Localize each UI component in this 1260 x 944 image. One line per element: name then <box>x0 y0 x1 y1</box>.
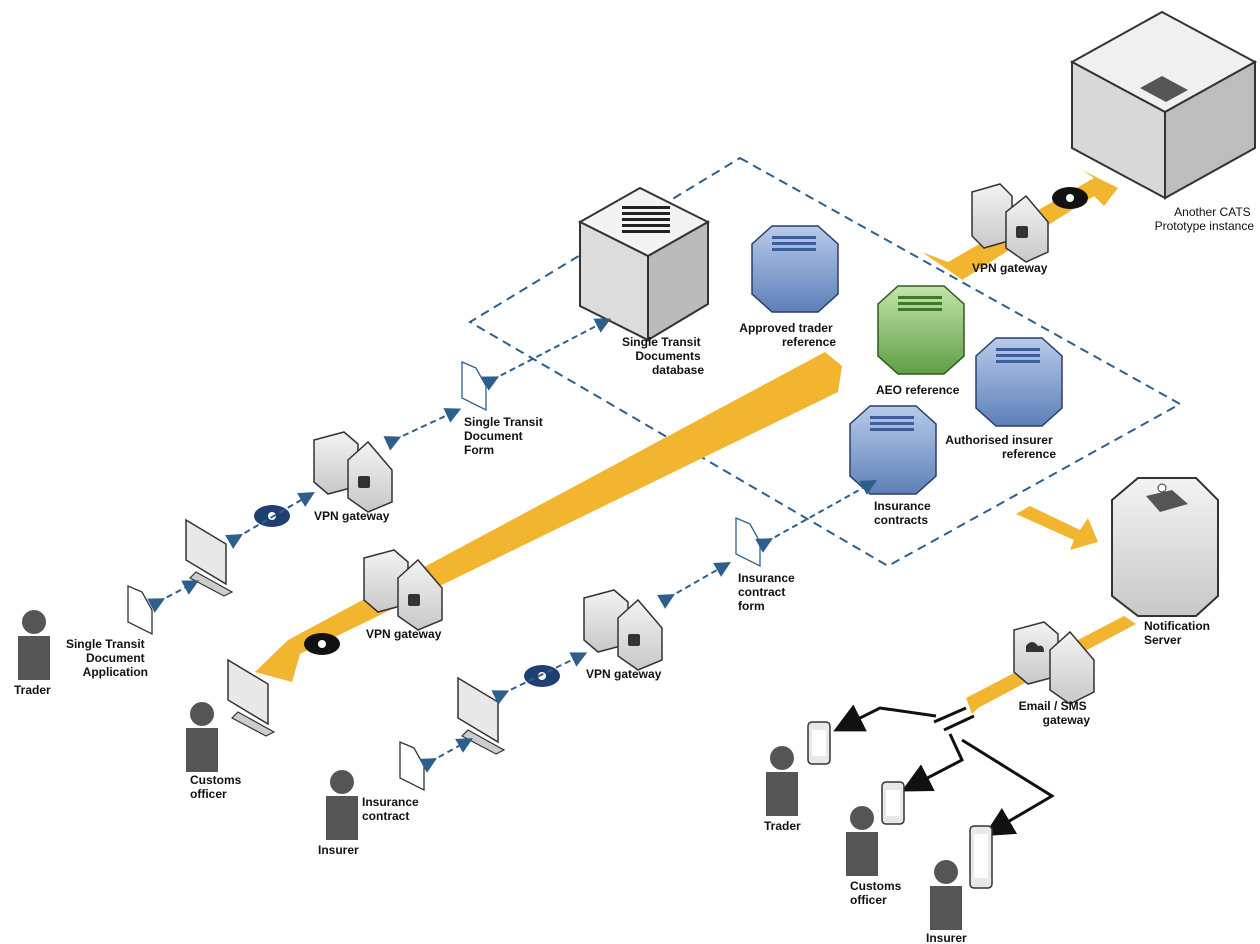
notification-distribution-lines <box>833 704 1055 837</box>
aeo-db-icon <box>877 285 965 375</box>
lock-badge-top-icon <box>1052 187 1088 209</box>
trader-person-icon <box>18 610 50 680</box>
insurer-right-person-icon <box>930 860 962 930</box>
std-form-label: Single Transit Document Form <box>464 415 546 457</box>
notification-server-icon <box>1111 477 1219 617</box>
trader-left-label: Trader <box>14 683 51 697</box>
customs-person-icon <box>186 702 218 772</box>
authorised-insurer-label: Authorised insurer reference <box>945 433 1056 461</box>
customs-right-label: Customs officer <box>850 879 905 907</box>
another-cats-label: Another CATS Prototype instance <box>1155 205 1255 233</box>
std-application-document-icon <box>127 585 153 636</box>
vpn-gateway-trader-icon <box>313 431 393 513</box>
insurer-right-label: Insurer <box>926 931 967 944</box>
insurance-contracts-db-icon <box>849 405 937 495</box>
approved-trader-label: Approved trader reference <box>739 321 836 349</box>
vpn-customs-label: VPN gateway <box>366 627 442 641</box>
aeo-label: AEO reference <box>876 383 960 397</box>
insurance-contract-document-icon <box>399 741 425 792</box>
lock-badge-insurer-icon <box>524 665 560 687</box>
customs-right-person-icon <box>846 806 878 876</box>
insurer-person-icon <box>326 770 358 840</box>
approved-trader-db-icon <box>751 225 839 313</box>
std-form-document-icon <box>461 361 487 412</box>
customs-left-label: Customs officer <box>190 773 245 801</box>
lock-badge-customs-icon <box>304 633 340 655</box>
vpn-top-label: VPN gateway <box>972 261 1048 275</box>
pipe-core-to-notification <box>1016 506 1098 550</box>
cats-zone-boundary <box>468 156 1183 568</box>
customs-terminal-icon <box>227 658 276 737</box>
trader-phone-icon <box>807 721 831 765</box>
insurer-phone-icon <box>969 825 993 889</box>
data-flow-arrows <box>147 318 877 773</box>
person-icons <box>18 610 962 930</box>
std-db-label: Single Transit Documents database <box>622 335 704 377</box>
insurance-contracts-label: Insurance contracts <box>874 499 934 527</box>
vpn-trader-label: VPN gateway <box>314 509 390 523</box>
trader-right-label: Trader <box>764 819 801 833</box>
trader-right-person-icon <box>766 746 798 816</box>
customs-phone-icon <box>881 781 905 825</box>
email-sms-gateway-icon <box>1013 621 1095 705</box>
insurance-form-label: Insurance contract form <box>738 571 798 613</box>
vpn-gateway-top-icon <box>971 183 1049 263</box>
trader-terminal-icon <box>185 518 234 597</box>
insurer-left-label: Insurer <box>318 843 359 857</box>
insurer-terminal-icon <box>457 676 506 755</box>
insurance-form-document-icon <box>735 517 761 568</box>
authorised-insurer-db-icon <box>975 337 1063 427</box>
vpn-gateway-customs-icon <box>363 549 443 631</box>
insurance-contract-label: Insurance contract <box>362 795 422 823</box>
vpn-gateway-insurer-icon <box>583 589 663 671</box>
std-app-label: Single Transit Document Application <box>66 637 148 679</box>
std-database-server-icon <box>577 186 711 342</box>
email-sms-label: Email / SMS gateway <box>1019 699 1091 727</box>
another-cats-server-icon <box>1069 10 1258 200</box>
vpn-insurer-label: VPN gateway <box>586 667 662 681</box>
notification-label: Notification Server <box>1144 619 1213 647</box>
